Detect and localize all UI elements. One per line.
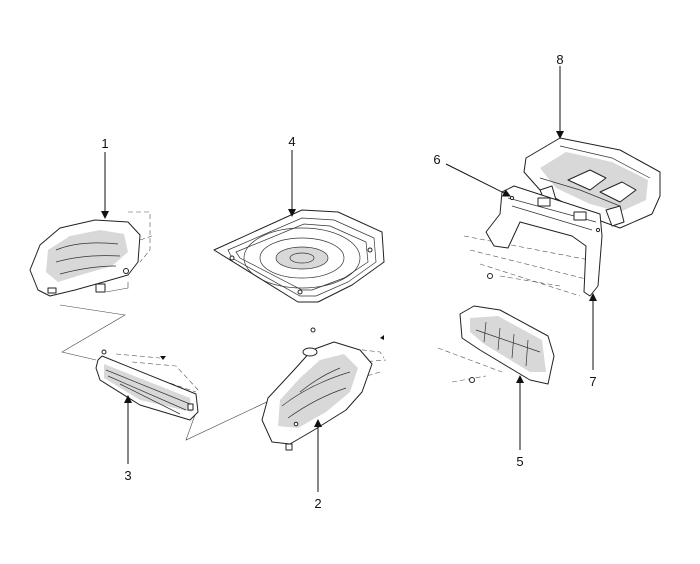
callout-2-label: 2 — [314, 496, 321, 511]
part-6-rear-shelf-frame — [463, 185, 603, 297]
callout-6-label: 6 — [433, 152, 440, 167]
callout-4: 4 — [288, 134, 296, 217]
part-8-rear-package-tray — [523, 137, 661, 229]
callout-5-label: 5 — [516, 454, 523, 469]
callout-3-label: 3 — [124, 468, 131, 483]
callout-1-label: 1 — [101, 136, 108, 151]
part-4-luggage-floor-covering — [213, 209, 385, 303]
callout-1: 1 — [101, 136, 109, 219]
part-5-luggage-side-board — [437, 305, 555, 385]
callout-7-label: 7 — [589, 374, 596, 389]
callout-7: 7 — [589, 293, 597, 389]
part-3-rear-scuff-plate — [95, 349, 201, 421]
part-1-left-side-trim — [29, 211, 153, 297]
callout-2: 2 — [314, 419, 322, 511]
callout-4-label: 4 — [288, 134, 295, 149]
callout-8-label: 8 — [556, 52, 563, 67]
callout-6: 6 — [433, 152, 511, 197]
callout-3: 3 — [124, 395, 132, 483]
callout-8: 8 — [556, 52, 564, 139]
part-2-right-side-trim — [261, 327, 387, 451]
callout-5: 5 — [516, 375, 524, 469]
